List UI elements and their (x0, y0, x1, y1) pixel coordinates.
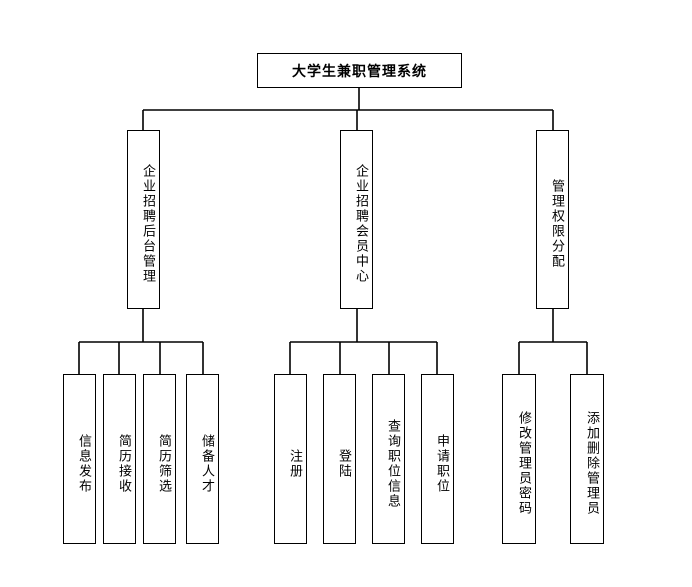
leaf-label: 查询职位信息 (385, 418, 400, 509)
leaf-node: 查询职位信息 (372, 374, 405, 544)
leaf-node: 简历筛选 (143, 374, 176, 544)
branch-node-backend: 企业招聘后台管理 (127, 130, 160, 309)
leaf-node: 注册 (274, 374, 307, 544)
root-label: 大学生兼职管理系统 (292, 63, 427, 80)
leaf-label: 信息发布 (76, 433, 91, 494)
leaf-label: 简历接收 (116, 433, 131, 494)
leaf-label: 修改管理员密码 (516, 411, 531, 516)
leaf-node: 简历接收 (103, 374, 136, 544)
branch-node-member-center: 企业招聘会员中心 (340, 130, 373, 309)
leaf-node: 修改管理员密码 (502, 374, 536, 544)
leaf-node: 信息发布 (63, 374, 96, 544)
leaf-label: 储备人才 (199, 433, 214, 494)
leaf-label: 添加删除管理员 (584, 411, 599, 516)
leaf-node: 储备人才 (186, 374, 219, 544)
leaf-node: 申请职位 (421, 374, 454, 544)
branch-label: 管理权限分配 (549, 179, 564, 269)
leaf-label: 申请职位 (434, 433, 449, 494)
branch-node-permissions: 管理权限分配 (536, 130, 569, 309)
root-node: 大学生兼职管理系统 (257, 53, 462, 88)
leaf-label: 登陆 (336, 448, 351, 479)
branch-label: 企业招聘后台管理 (140, 164, 155, 284)
leaf-node: 登陆 (323, 374, 356, 544)
leaf-node: 添加删除管理员 (570, 374, 604, 544)
branch-label: 企业招聘会员中心 (353, 164, 368, 284)
leaf-label: 注册 (287, 448, 302, 479)
leaf-label: 简历筛选 (156, 433, 171, 494)
